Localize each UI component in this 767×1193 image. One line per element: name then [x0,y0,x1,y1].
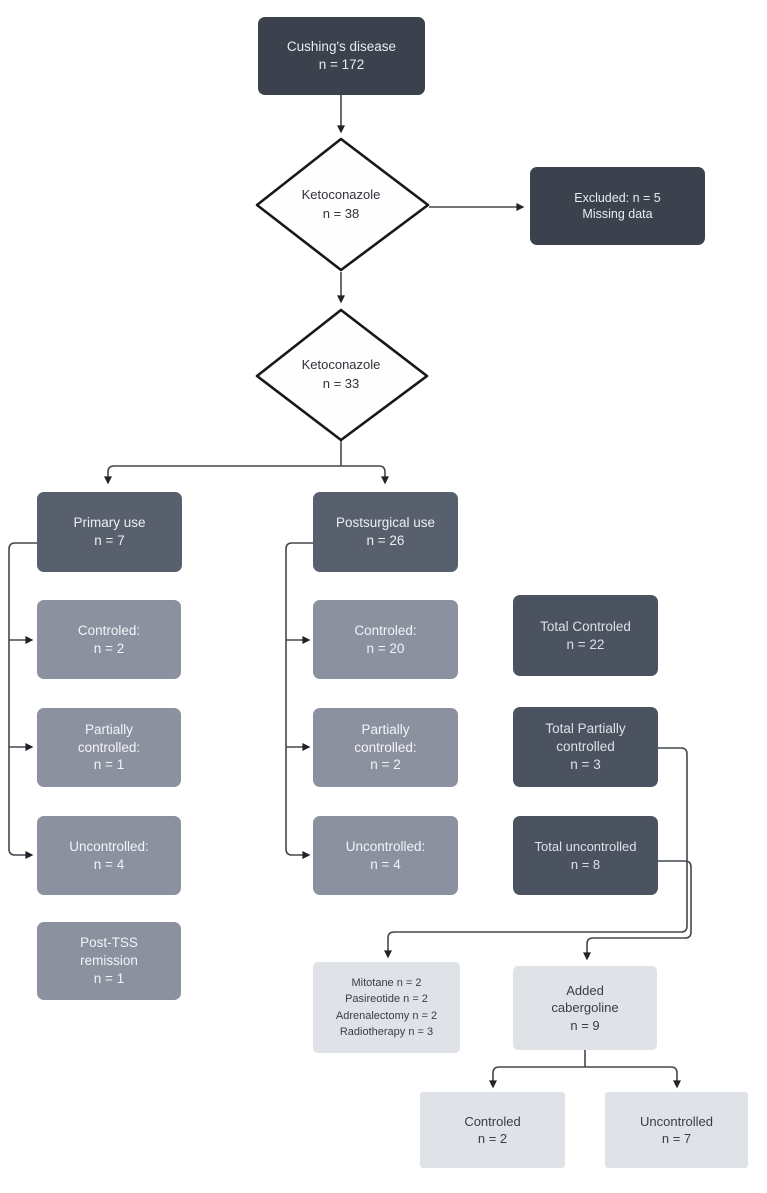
node-line: Missing data [582,207,653,221]
node-line: cabergoline [551,1000,619,1016]
node-line: controlled: [354,739,417,755]
node-line: n = 9 [570,1017,600,1033]
node-line: Added [566,983,604,999]
node-line: Total Partially [545,721,626,737]
node-primary-use: Primary use n = 7 [37,492,182,572]
node-postsurg-controled: Controled: n = 20 [313,600,458,679]
node-cabergoline-controled: Controled n = 2 [420,1092,565,1168]
node-line: n = 20 [366,640,405,656]
node-line: n = 38 [322,205,360,221]
node-postsurgical-use: Postsurgical use n = 26 [313,492,458,572]
diamond-ketoconazole-38 [255,137,430,272]
node-line: Primary use [73,515,146,531]
node-ketoconazole-38: Ketoconazole n = 38 [261,186,421,224]
node-line: Postsurgical use [335,515,436,531]
node-other-treatments: Mitotane n = 2 Pasireotide n = 2 Adrenal… [313,962,460,1053]
node-line: n = 7 [94,533,125,548]
node-line: Post-TSS [80,935,138,951]
node-cabergoline-uncontrolled: Uncontrolled n = 7 [605,1092,748,1168]
node-line: Total Controled [540,618,631,634]
arrow-split-to-primary [104,465,341,485]
node-line: n = 2 [477,1131,508,1146]
rail-primary [8,542,37,859]
node-ketoconazole-33: Ketoconazole n = 33 [261,356,421,394]
node-total-uncontrolled: Total uncontrolled n = 8 [513,816,658,895]
node-line: n = 4 [370,856,401,872]
node-line: Ketoconazole [301,357,381,372]
node-line: Radiotherapy n = 3 [339,1026,434,1038]
node-line: n = 1 [93,970,125,986]
connector-totaluncontrolled-to-cabergoline [583,860,692,961]
node-primary-partially-controlled: Partially controlled: n = 1 [37,708,181,787]
node-line: n = 7 [661,1131,692,1146]
connector-totalpartially-to-othertreatments [384,747,688,959]
node-line: n = 4 [93,856,125,872]
node-primary-uncontrolled: Uncontrolled: n = 4 [37,816,181,895]
node-total-controled: Total Controled n = 22 [513,595,658,676]
node-line: Partially [84,721,133,737]
node-line: n = 2 [370,757,401,773]
node-line: Uncontrolled [640,1113,713,1129]
node-line: Uncontrolled: [345,838,426,854]
arrow-split-to-postsurgical [341,465,389,485]
node-line: n = 2 [93,640,125,656]
node-line: controlled: [77,739,141,755]
node-line: Ketoconazole [301,187,381,202]
node-line: Total uncontrolled [534,839,637,855]
node-line: n = 33 [322,375,360,391]
rail-postsurgical [285,542,313,859]
node-line: Controled: [354,622,417,638]
node-post-tss-remission: Post-TSS remission n = 1 [37,922,181,1000]
node-primary-controled: Controled: n = 2 [37,600,181,679]
node-line: Partially [361,721,410,737]
node-postsurg-partially-controlled: Partially controlled: n = 2 [313,708,458,787]
node-line: Adrenalectomy n = 2 [335,1009,438,1022]
node-line: Pasireotide n = 2 [345,993,428,1005]
node-excluded: Excluded: n = 5 Missing data [530,167,705,245]
node-line: Controled [464,1113,521,1129]
node-line: remission [80,953,138,969]
node-added-cabergoline: Added cabergoline n = 9 [513,966,657,1050]
node-cushings-disease: Cushing's disease n = 172 [258,17,425,95]
node-line: n = 3 [570,756,601,772]
node-line: Uncontrolled: [69,838,149,854]
arrow-cabergoline-controled [489,1066,585,1089]
node-line: n = 26 [366,533,405,548]
node-postsurg-uncontrolled: Uncontrolled: n = 4 [313,816,458,895]
arrow-cabergoline-uncontrolled [585,1066,681,1089]
diamond-ketoconazole-33 [255,308,429,442]
node-line: Mitotane n = 2 [351,976,422,989]
node-line: n = 1 [93,757,125,773]
node-line: n = 8 [570,856,601,872]
node-line: controlled [556,739,615,755]
node-line: Cushing's disease [286,39,397,55]
node-line: n = 22 [566,636,605,652]
node-total-partially-controlled: Total Partially controlled n = 3 [513,707,658,787]
node-line: Controled: [77,622,141,638]
node-line: Excluded: n = 5 [574,190,661,205]
node-line: n = 172 [318,57,365,72]
